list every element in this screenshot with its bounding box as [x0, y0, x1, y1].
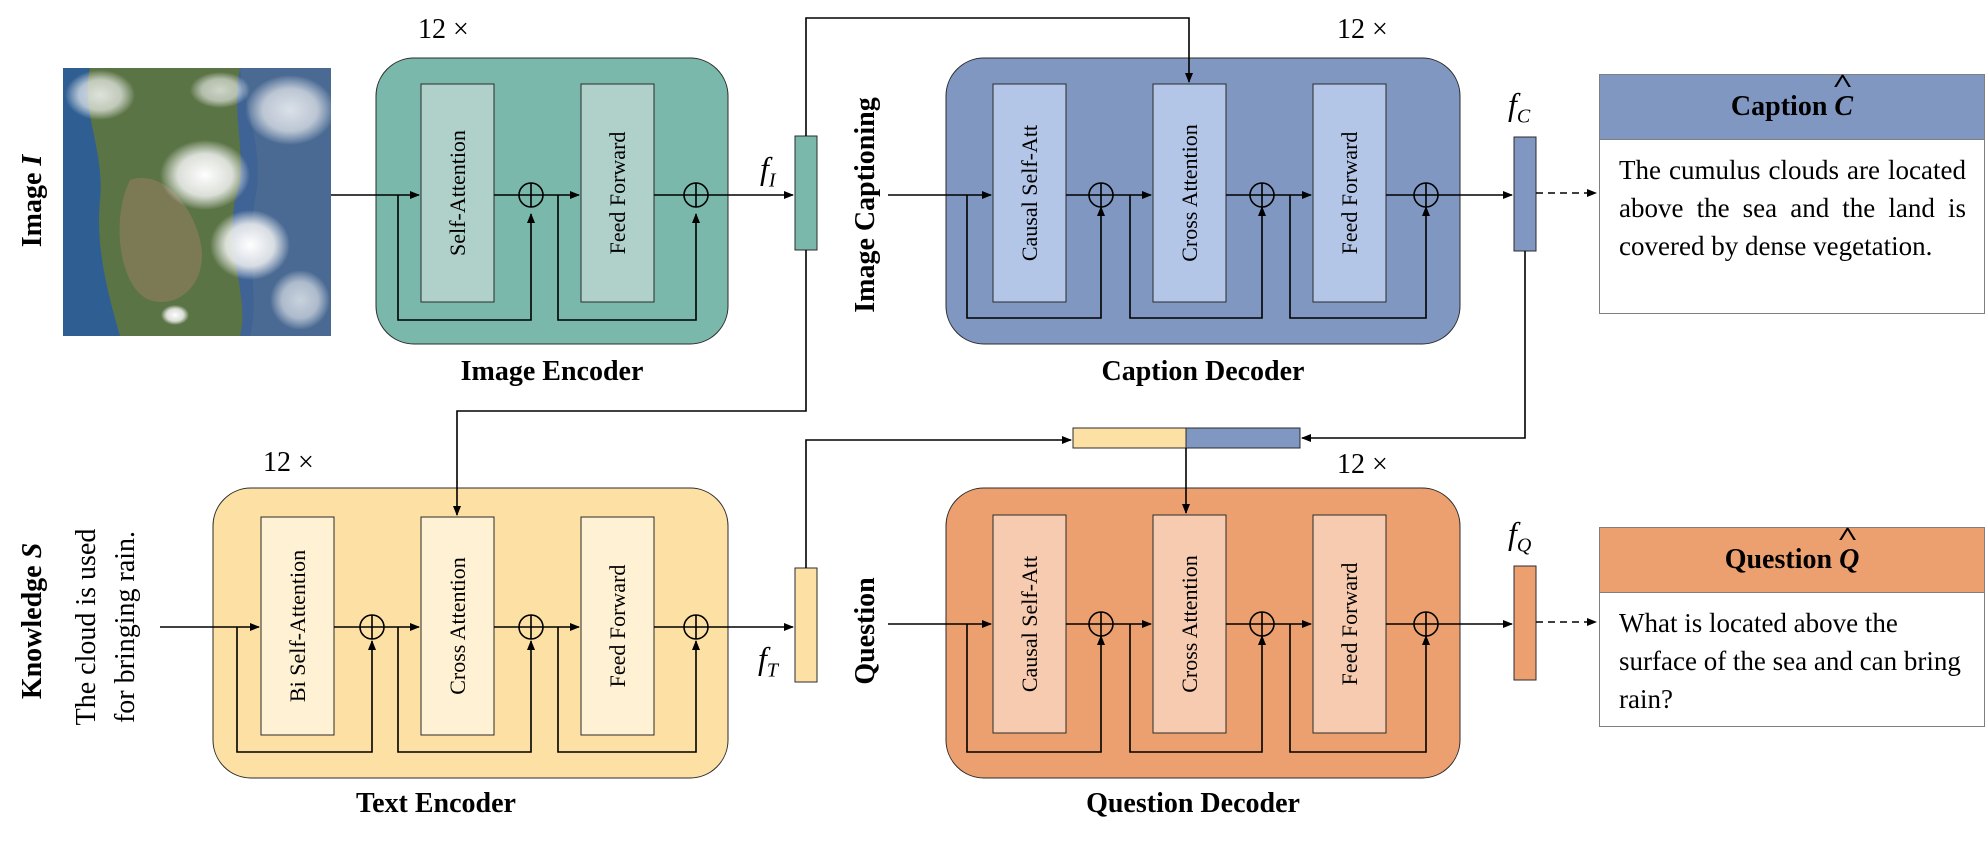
repeat-label: 12 × — [1337, 449, 1388, 480]
add-node — [1249, 611, 1275, 637]
add-node — [683, 182, 709, 208]
question-output-header: Question ^Q — [1600, 522, 1984, 593]
feature-label-fT: fT — [758, 640, 779, 682]
block-label: Causal Self-Att — [1017, 555, 1042, 693]
image-input-label: Image I — [17, 154, 48, 248]
add-node — [1413, 611, 1439, 637]
block-label: Feed Forward — [1337, 131, 1362, 255]
block-label: Causal Self-Att — [1017, 124, 1042, 262]
block-label: Bi Self-Attention — [285, 549, 310, 703]
block-label: Feed Forward — [605, 564, 630, 688]
feed-forward-block — [580, 516, 655, 736]
repeat-label: 12 × — [263, 447, 314, 478]
question-output-box: Question ^Q What is located above the su… — [1599, 522, 1985, 727]
question-output-text: What is located above the surface of the… — [1619, 608, 1961, 714]
knowledge-input-label: Knowledge S — [17, 542, 48, 700]
add-node — [1088, 611, 1114, 637]
feed-forward-block — [1312, 83, 1387, 303]
concat-bar-text-part — [1072, 427, 1187, 449]
feed-forward-block — [580, 83, 655, 303]
add-node — [683, 614, 709, 640]
concat-bar-caption-part — [1185, 427, 1301, 449]
block-label: Cross Attention — [1177, 124, 1202, 262]
knowledge-text-line1: The cloud is used — [71, 528, 102, 726]
caption-output-box: Caption ^C The cumulus clouds are locate… — [1599, 69, 1985, 314]
cross-attention-block — [1152, 83, 1227, 303]
knowledge-text-line2: for bringing rain. — [110, 530, 141, 724]
caption-output-header: Caption ^C — [1600, 69, 1984, 140]
feature-label-fQ: fQ — [1508, 515, 1532, 557]
feature-label-fC: fC — [1508, 86, 1531, 128]
module-title: Text Encoder — [356, 788, 516, 819]
block-label: Cross Attention — [445, 557, 470, 695]
block-label: Feed Forward — [605, 131, 630, 255]
feed-forward-block — [1312, 514, 1387, 734]
module-title: Caption Decoder — [1101, 356, 1305, 387]
causal-self-att-block — [992, 83, 1067, 303]
add-node — [1413, 182, 1439, 208]
self-attention-block — [420, 83, 495, 303]
feature-label-fI: fI — [760, 150, 776, 192]
module-title: Image Encoder — [460, 356, 644, 387]
module-title: Question Decoder — [1086, 788, 1300, 819]
satellite-image — [63, 68, 335, 336]
feature-bar-fT — [794, 567, 818, 683]
add-node — [518, 614, 544, 640]
feature-bar-fQ — [1513, 565, 1537, 681]
block-label: Feed Forward — [1337, 562, 1362, 686]
image-captioning-label: Image Captioning — [850, 97, 881, 313]
repeat-label: 12 × — [1337, 14, 1388, 45]
cross-attention-block — [420, 516, 495, 736]
bi-self-attention-block — [260, 516, 335, 736]
repeat-label: 12 × — [418, 14, 469, 45]
block-label: Cross Attention — [1177, 555, 1202, 693]
add-node — [518, 182, 544, 208]
causal-self-att-block — [992, 514, 1067, 734]
question-input-label: Question — [850, 577, 881, 685]
block-label: Self-Attention — [445, 130, 470, 256]
cross-attention-block — [1152, 514, 1227, 734]
caption-output-text: The cumulus clouds are located above the… — [1619, 155, 1966, 261]
add-node — [1249, 182, 1275, 208]
add-node — [359, 614, 385, 640]
feature-bar-fI — [794, 135, 818, 251]
add-node — [1088, 182, 1114, 208]
feature-bar-fC — [1513, 136, 1537, 252]
